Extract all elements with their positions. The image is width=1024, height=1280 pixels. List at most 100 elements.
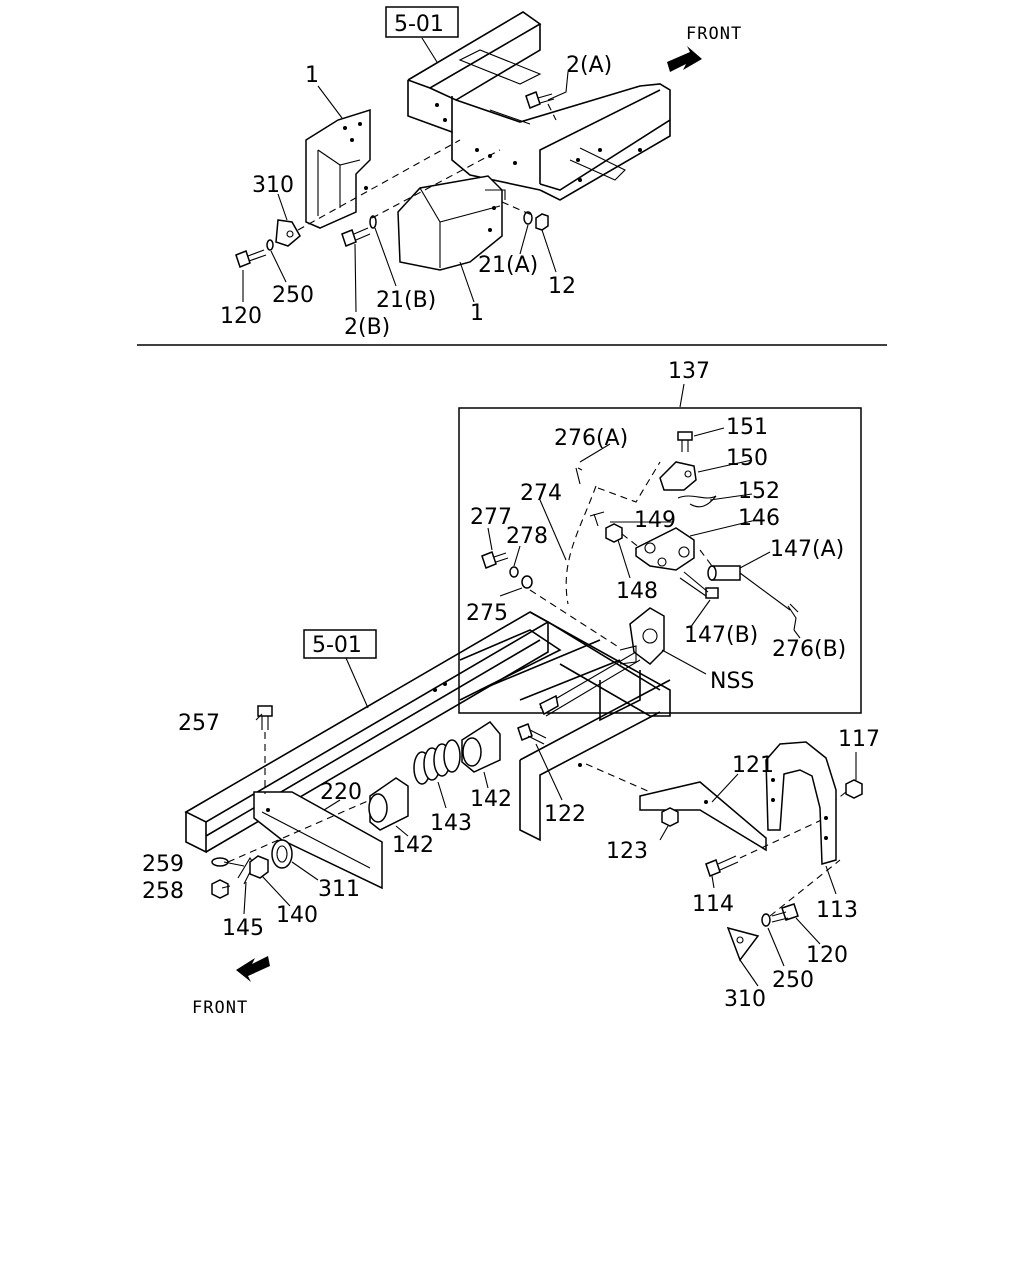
washer-250-bottom[interactable] — [761, 913, 771, 927]
ref-box-top[interactable] — [385, 6, 459, 38]
front-arrow-top-icon — [667, 46, 702, 72]
top-assembly: 5-01 FRONT — [220, 6, 742, 340]
callout-151: 151 — [726, 415, 768, 440]
callout-142-upper: 142 — [470, 787, 512, 812]
callout-277: 277 — [470, 505, 512, 530]
front-arrow-bottom-icon — [236, 956, 270, 982]
callout-149: 149 — [634, 508, 676, 533]
callout-117: 117 — [838, 727, 880, 752]
bolt-2a[interactable] — [525, 91, 555, 109]
cotter-pin-276a[interactable] — [575, 467, 583, 485]
callout-257: 257 — [178, 711, 220, 736]
callout-12: 12 — [548, 274, 576, 299]
bracket-220[interactable] — [253, 791, 383, 890]
clamp-150[interactable] — [659, 461, 697, 491]
callout-311: 311 — [318, 877, 360, 902]
callout-275: 275 — [466, 601, 508, 626]
callout-276b: 276(B) — [772, 637, 846, 662]
callout-146: 146 — [738, 506, 780, 531]
bracket-146[interactable] — [635, 527, 695, 571]
bottom-assembly: 137 5-01 — [142, 359, 880, 1018]
callout-250-top: 250 — [272, 283, 314, 308]
callout-148: 148 — [616, 579, 658, 604]
callout-258: 258 — [142, 879, 184, 904]
nut-258[interactable] — [211, 879, 229, 899]
callout-140: 140 — [276, 903, 318, 928]
bolt-2b[interactable] — [341, 227, 371, 247]
callout-147a: 147(A) — [770, 537, 844, 562]
callout-310-bottom: 310 — [724, 987, 766, 1012]
callout-152: 152 — [738, 479, 780, 504]
callout-145: 145 — [222, 916, 264, 941]
callout-nss: NSS — [710, 669, 754, 694]
chain-274[interactable] — [565, 485, 597, 605]
cotter-pin-276b[interactable] — [787, 603, 799, 631]
bolt-147b[interactable] — [679, 571, 719, 599]
ref-label-top: 5-01 — [394, 12, 444, 37]
callout-276a: 276(A) — [554, 426, 628, 451]
nut-12-top[interactable] — [535, 213, 549, 231]
nut-123[interactable] — [661, 807, 679, 827]
ref-box-bottom[interactable] — [303, 629, 377, 659]
callout-120-bottom: 120 — [806, 943, 848, 968]
bracket-1-left[interactable] — [305, 108, 371, 229]
bracket-310-top[interactable] — [275, 219, 301, 247]
nut-140[interactable] — [249, 855, 269, 879]
bolt-114[interactable] — [705, 815, 831, 877]
spring-143[interactable] — [413, 739, 461, 785]
nut-148[interactable] — [605, 523, 623, 543]
callout-120-top: 120 — [220, 304, 262, 329]
pin-149[interactable] — [589, 511, 605, 527]
bracket-1-right[interactable] — [397, 175, 506, 271]
washer-250-top[interactable] — [266, 239, 274, 251]
callout-121: 121 — [732, 753, 774, 778]
callout-220: 220 — [320, 780, 362, 805]
callout-123: 123 — [606, 839, 648, 864]
callout-21b: 21(B) — [376, 288, 436, 313]
inset-box-137 — [458, 407, 862, 714]
shaft-assembly — [368, 651, 641, 831]
callout-278: 278 — [506, 524, 548, 549]
washer-21b[interactable] — [369, 215, 377, 229]
washer-278[interactable] — [509, 566, 519, 578]
washer-21a[interactable] — [523, 211, 533, 225]
callout-1-top-left: 1 — [305, 63, 319, 88]
bolt-120-bottom[interactable] — [771, 903, 799, 923]
nut-117[interactable] — [845, 779, 863, 799]
callout-259: 259 — [142, 852, 184, 877]
seal-311[interactable] — [271, 839, 293, 869]
bracket-310-bottom[interactable] — [726, 926, 760, 962]
callout-250-bottom: 250 — [772, 968, 814, 993]
bolt-151[interactable] — [677, 431, 693, 452]
pin-147a[interactable] — [707, 565, 791, 611]
callout-114: 114 — [692, 892, 734, 917]
washer-275[interactable] — [521, 575, 533, 589]
callout-113: 113 — [816, 898, 858, 923]
callout-274: 274 — [520, 481, 562, 506]
frame-crossmember-top — [407, 11, 671, 201]
callout-147b: 147(B) — [684, 623, 758, 648]
spring-152[interactable] — [677, 495, 717, 508]
inset-parts — [481, 431, 799, 665]
bolt-120-top[interactable] — [235, 249, 267, 268]
front-label-bottom: FRONT — [192, 998, 248, 1018]
callout-310-top: 310 — [252, 173, 294, 198]
group-label-137: 137 — [668, 359, 710, 384]
bracket-113[interactable] — [765, 741, 837, 865]
callout-2a: 2(A) — [566, 53, 612, 78]
callout-143: 143 — [430, 811, 472, 836]
callout-150: 150 — [726, 446, 768, 471]
bracket-121[interactable] — [639, 781, 767, 852]
bolt-257[interactable] — [257, 705, 273, 794]
front-label-top: FRONT — [686, 24, 742, 44]
hitch-nss[interactable] — [619, 607, 665, 665]
bolt-277[interactable] — [481, 551, 509, 569]
callout-142-lower: 142 — [392, 833, 434, 858]
callout-2b: 2(B) — [344, 315, 390, 340]
callout-122: 122 — [544, 802, 586, 827]
callout-21a: 21(A) — [478, 253, 538, 278]
bolt-122[interactable] — [517, 723, 547, 745]
callout-1-top-right: 1 — [470, 301, 484, 326]
ref-label-bottom: 5-01 — [312, 633, 362, 658]
